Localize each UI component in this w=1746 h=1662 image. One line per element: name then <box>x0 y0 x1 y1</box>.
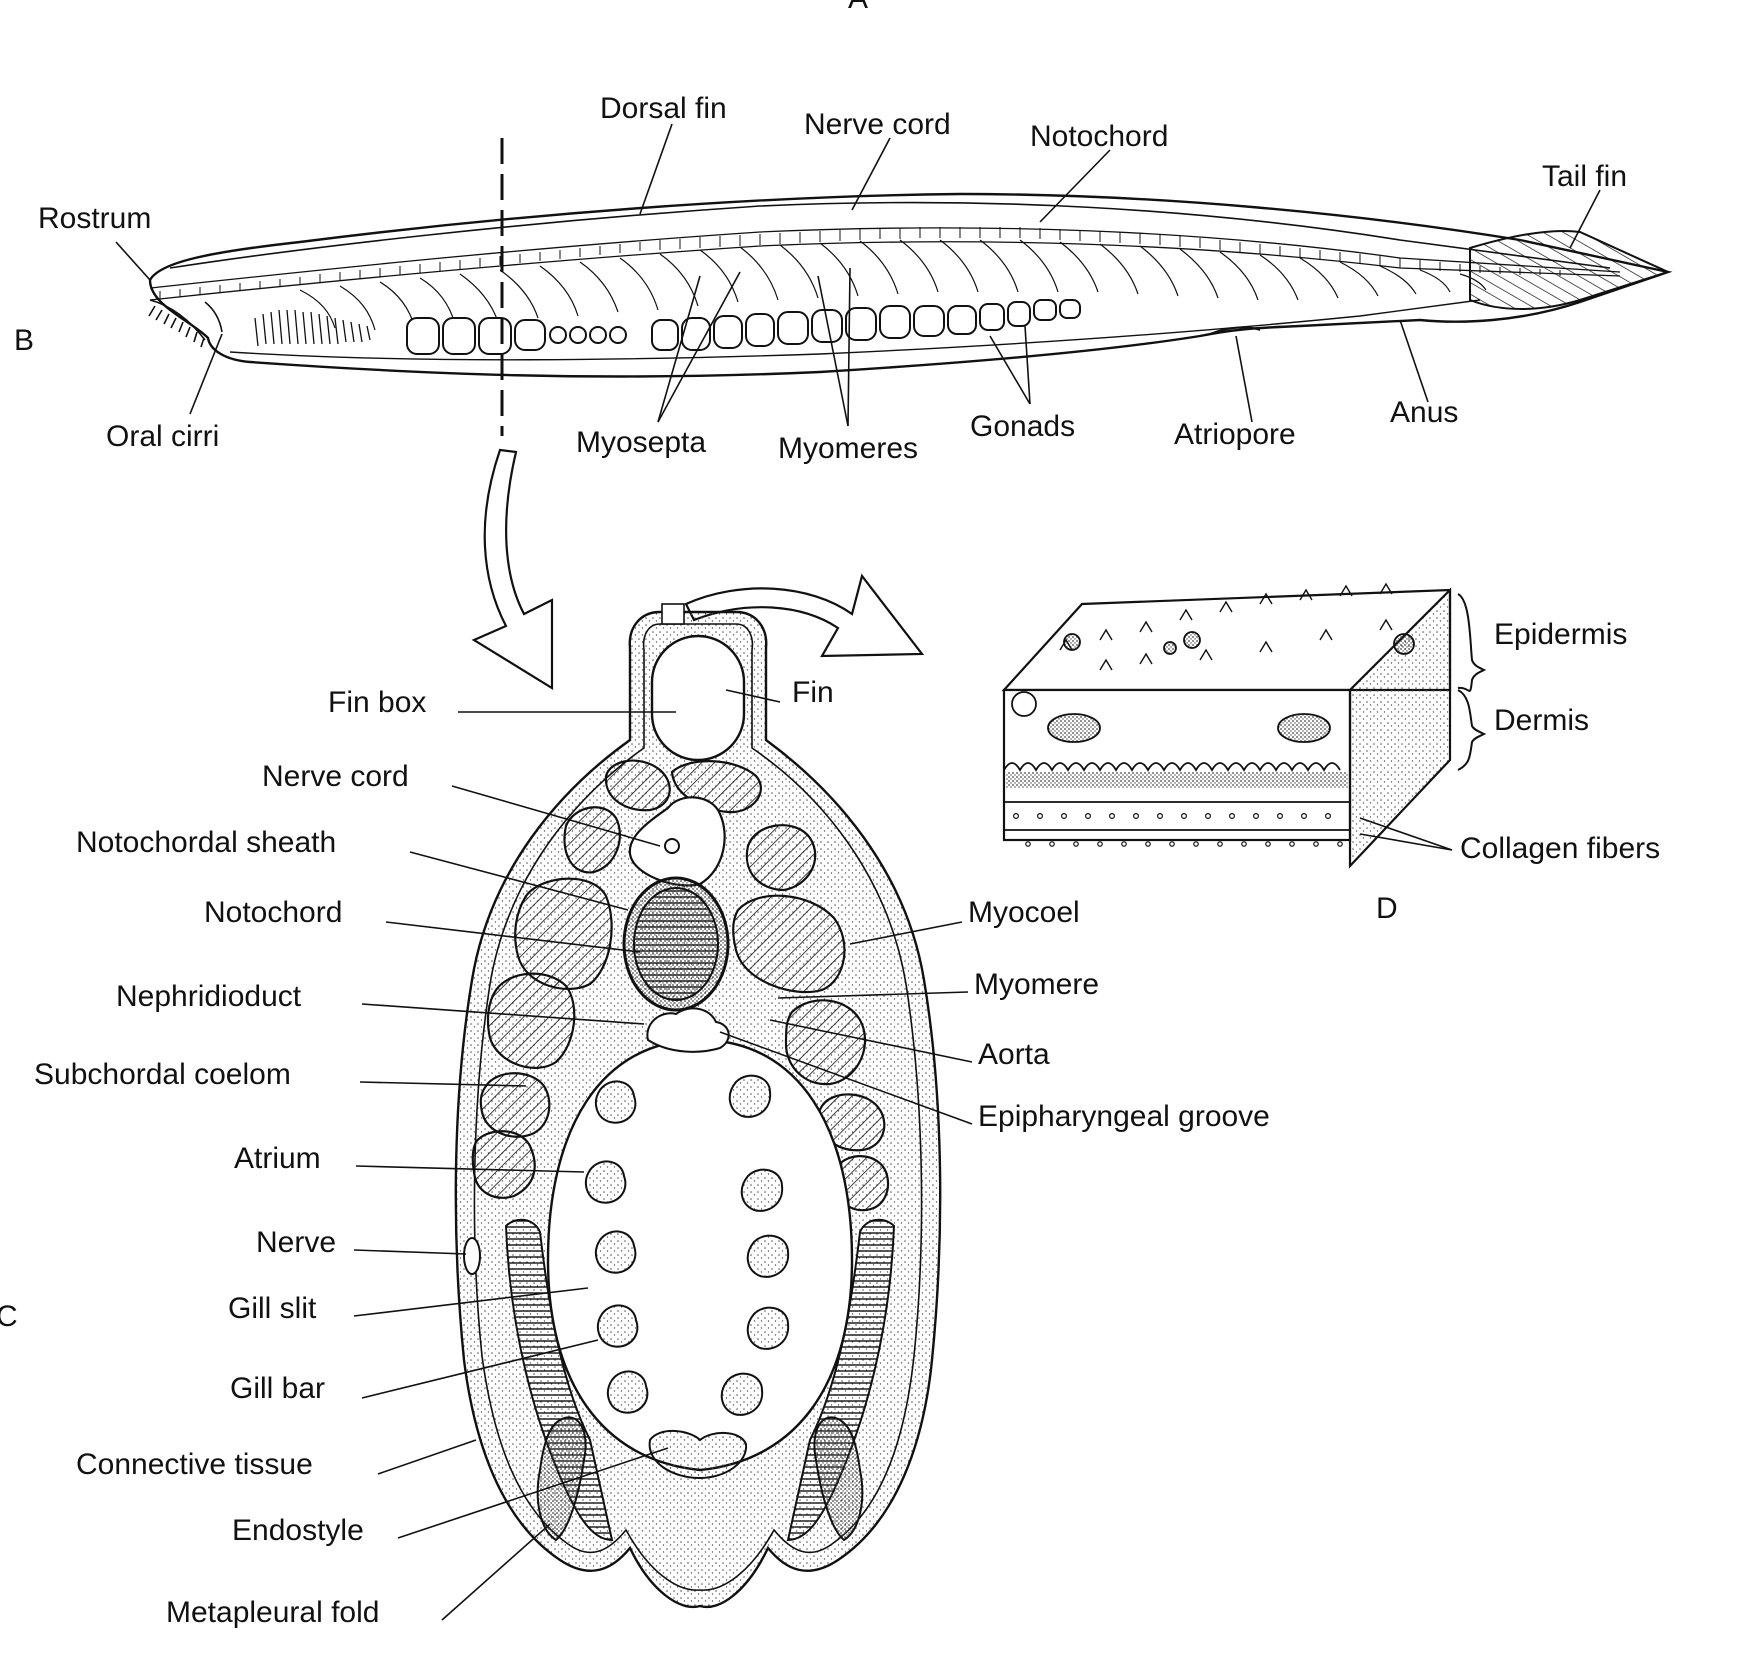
panel-b-leaders <box>115 123 1601 427</box>
label-myosepta: Myosepta <box>576 426 706 459</box>
label-metapleural-fold: Metapleural fold <box>166 1596 379 1629</box>
skin-block-side-face <box>1348 587 1452 869</box>
label-gill-slit: Gill slit <box>228 1292 317 1325</box>
panel-b-letter: B <box>14 324 34 357</box>
fin-box <box>650 634 746 762</box>
label-myocoel: Myocoel <box>968 896 1080 929</box>
label-tail-fin: Tail fin <box>1542 160 1627 193</box>
label-b-notochord: Notochord <box>1030 120 1168 153</box>
myomere-blocks <box>471 759 890 1212</box>
label-connective-tissue: Connective tissue <box>76 1448 313 1481</box>
label-fin: Fin <box>792 676 834 709</box>
label-gonads: Gonads <box>970 410 1075 443</box>
label-aorta: Aorta <box>978 1038 1050 1071</box>
label-collagen-fibers: Collagen fibers <box>1460 832 1660 865</box>
label-epidermis: Epidermis <box>1494 618 1627 651</box>
label-nephridioduct: Nephridioduct <box>116 980 302 1013</box>
nerve-cord-band-2 <box>149 241 1621 301</box>
label-dorsal-fin: Dorsal fin <box>600 92 727 125</box>
nerve-oval <box>463 1237 481 1275</box>
pharynx-wall <box>546 1038 854 1472</box>
collagen-dots <box>1012 812 1343 847</box>
arrow-to-skin-block <box>684 573 925 658</box>
epidermal-cells <box>1011 631 1415 743</box>
panel-d-letter: D <box>1376 892 1398 925</box>
arrow-to-cross-section <box>471 448 554 690</box>
label-myomere: Myomere <box>974 968 1099 1001</box>
label-gill-bar: Gill bar <box>230 1372 325 1405</box>
tail-fin <box>1469 229 1671 310</box>
label-myomeres: Myomeres <box>778 432 918 465</box>
label-subchordal-coelom: Subchordal coelom <box>34 1058 291 1091</box>
notochord-ladder <box>159 227 1561 299</box>
label-epipharyngeal-groove: Epipharyngeal groove <box>978 1100 1270 1133</box>
inner-outline <box>473 623 923 1591</box>
nerve-cord-dot <box>664 838 680 854</box>
atriopore-bump <box>1209 326 1261 335</box>
collagen-leader-1 <box>1359 817 1453 851</box>
epidermis-brace <box>1457 593 1487 692</box>
fin-sample-square <box>661 603 685 625</box>
gut-line <box>229 299 1481 361</box>
left-metapleural-fold <box>536 1416 587 1542</box>
left-gill-bar-band <box>504 1218 614 1542</box>
notochord-core <box>633 887 719 1001</box>
panel-d-skin-block: Epidermis Dermis Collagen fibers D <box>1001 582 1660 925</box>
dermis-stipple-band <box>1006 772 1348 788</box>
gonads-row <box>406 299 1081 355</box>
collagen-leader-2 <box>1359 833 1453 851</box>
epipharyngeal-groove <box>646 1007 730 1053</box>
panel-c-letter: C <box>0 1300 18 1333</box>
label-endostyle: Endostyle <box>232 1514 364 1547</box>
skin-surface-texture <box>1059 582 1393 671</box>
panel-b-body-view: B <box>14 92 1673 465</box>
label-notochordal-sheath: Notochordal sheath <box>76 826 336 859</box>
pharynx-gill-bars <box>254 309 371 347</box>
panel-c-cross-section: C <box>0 603 1270 1629</box>
gill-bar-sections <box>584 1074 790 1416</box>
label-fin-box: Fin box <box>328 686 426 719</box>
right-metapleural-fold <box>813 1416 864 1542</box>
label-b-nerve-cord: Nerve cord <box>804 108 951 141</box>
label-dermis: Dermis <box>1494 704 1589 737</box>
panel-c-leaders <box>353 689 973 1621</box>
right-gill-bar-band <box>786 1218 896 1542</box>
label-c-notochord: Notochord <box>204 896 342 929</box>
label-c-nerve-cord: Nerve cord <box>262 760 409 793</box>
epidermis-boundary <box>1003 762 1341 772</box>
label-atriopore: Atriopore <box>1174 418 1296 451</box>
endostyle <box>648 1430 748 1480</box>
label-oral-cirri: Oral cirri <box>106 420 219 453</box>
label-nerve: Nerve <box>256 1226 336 1259</box>
label-anus: Anus <box>1390 396 1458 429</box>
label-rostrum: Rostrum <box>38 202 151 235</box>
top-partial-letter: A <box>848 0 868 15</box>
oral-cirri <box>148 299 223 348</box>
dorsal-fin-line <box>169 201 1611 269</box>
dermis-brace <box>1457 689 1487 771</box>
nerve-cord-band <box>149 227 1621 289</box>
label-atrium: Atrium <box>234 1142 321 1175</box>
